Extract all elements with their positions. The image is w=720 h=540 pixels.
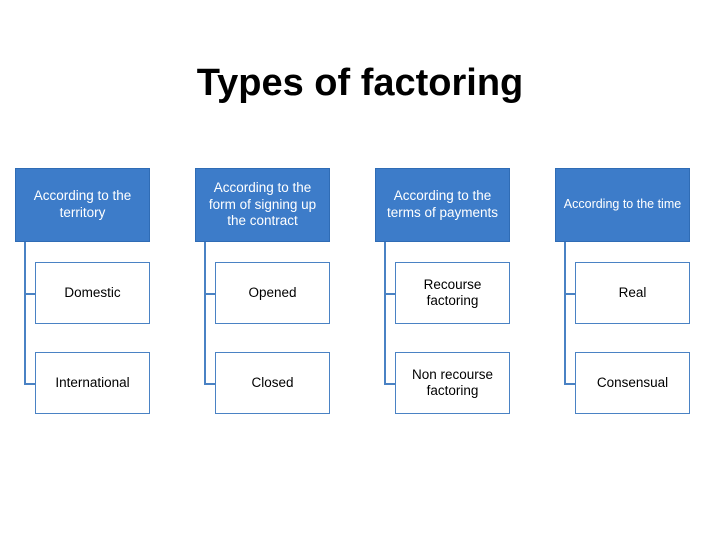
child-box[interactable]: Real	[575, 262, 690, 324]
connector-arm	[204, 293, 215, 295]
connector-arm	[204, 383, 215, 385]
child-box[interactable]: Consensual	[575, 352, 690, 414]
diagram-column-terms-of-payments: According to the terms of payments Recou…	[375, 168, 510, 414]
column-header-box[interactable]: According to the form of signing up the …	[195, 168, 330, 242]
child-box[interactable]: Closed	[215, 352, 330, 414]
diagram-column-territory: According to the territory Domestic Inte…	[15, 168, 150, 414]
diagram-column-time: According to the time Real Consensual	[555, 168, 690, 414]
child-box[interactable]: Domestic	[35, 262, 150, 324]
child-box[interactable]: Recourse factoring	[395, 262, 510, 324]
column-header-box[interactable]: According to the terms of payments	[375, 168, 510, 242]
connector-arm	[564, 293, 575, 295]
child-box[interactable]: International	[35, 352, 150, 414]
connector-stem	[384, 242, 386, 383]
connector-arm	[384, 383, 395, 385]
child-box[interactable]: Non recourse factoring	[395, 352, 510, 414]
connector-stem	[564, 242, 566, 383]
column-header-box[interactable]: According to the territory	[15, 168, 150, 242]
diagram-column-form-of-signing: According to the form of signing up the …	[195, 168, 330, 414]
connector-stem	[204, 242, 206, 383]
connector-arm	[384, 293, 395, 295]
connector-arm	[24, 293, 35, 295]
column-header-box[interactable]: According to the time	[555, 168, 690, 242]
connector-arm	[564, 383, 575, 385]
connector-stem	[24, 242, 26, 383]
connector-arm	[24, 383, 35, 385]
child-box[interactable]: Opened	[215, 262, 330, 324]
page-title: Types of factoring	[196, 62, 524, 104]
